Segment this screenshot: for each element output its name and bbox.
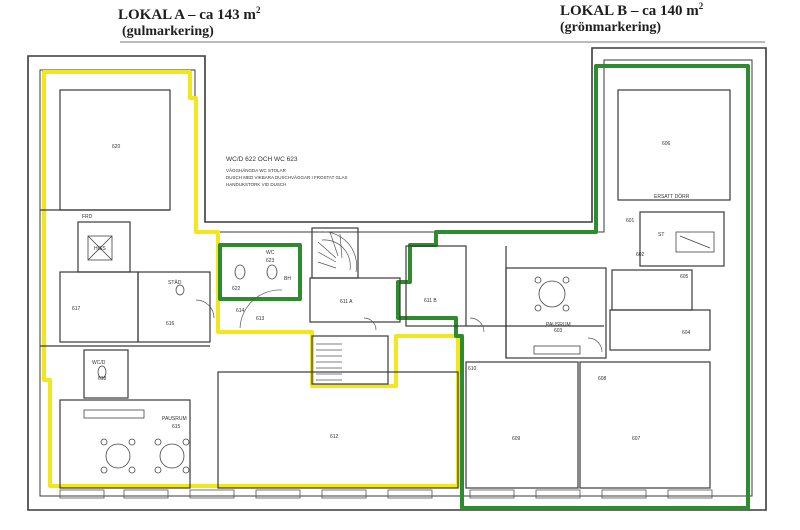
- lokal-b-marking: (grönmarkering): [560, 20, 662, 35]
- room-617: 617: [72, 306, 81, 312]
- room-610: 610: [468, 366, 477, 372]
- interior-walls: [40, 89, 731, 489]
- label-hiss: HISS: [94, 246, 106, 252]
- room-601: 601: [626, 218, 635, 224]
- room-603: 603: [554, 328, 563, 334]
- room-618: 618: [98, 376, 107, 382]
- label-pausrum-a: PAUSRUM: [162, 416, 187, 422]
- wc-note-line-3: HANDUKSTORK VID DUSCH: [226, 182, 286, 187]
- room-622: 622: [232, 286, 241, 292]
- room-608: 608: [598, 376, 607, 382]
- label-pausrum-b: PAUSRUM: [546, 322, 571, 328]
- label-stad: STÄD: [168, 279, 182, 286]
- label-wc: WC: [266, 250, 275, 256]
- lokal-a-title: LOKAL A – ca 143 m2: [118, 5, 261, 23]
- lokal-b-title: LOKAL B – ca 140 m2: [560, 1, 704, 19]
- staircase-top: [317, 231, 357, 273]
- label-bh: BH: [284, 276, 291, 282]
- label-frd: FRD: [82, 214, 93, 220]
- room-613: 613: [256, 316, 265, 322]
- lokal-b-marking-line: [218, 64, 750, 510]
- label-st: ST: [658, 232, 664, 238]
- room-616: 616: [166, 321, 175, 327]
- wc-fixtures: [87, 231, 715, 379]
- wc-note-line-1: VÄGGHÄNGDA WC STOLAR: [226, 167, 287, 173]
- room-620: 620: [112, 144, 121, 150]
- lokal-a-marking: (gulmarkering): [122, 24, 214, 39]
- room-604: 604: [682, 330, 691, 336]
- wc-note-line-2: DUSCH MED VIKBARA DUSCHVÄGGAR I FROSTAT …: [226, 174, 348, 180]
- room-612: 612: [330, 434, 339, 440]
- room-607: 607: [632, 436, 641, 442]
- pausrum-a-furniture: [83, 409, 190, 474]
- staircase-bottom: [316, 343, 342, 381]
- wc-note-title: WC/D 622 OCH WC 623: [226, 156, 298, 163]
- room-602: 602: [636, 252, 645, 258]
- room-615: 615: [172, 424, 181, 430]
- room-623: 623: [266, 258, 275, 264]
- label-wcd: WC/D: [92, 360, 106, 366]
- room-611a: 611 A: [340, 299, 353, 305]
- room-606: 606: [662, 141, 671, 147]
- room-611b: 611 B: [424, 298, 437, 304]
- room-614: 614: [236, 308, 245, 314]
- door-swings: [195, 289, 603, 353]
- building-outline: [27, 47, 767, 511]
- room-605: 605: [680, 274, 689, 280]
- room-609: 609: [512, 436, 521, 442]
- windows-bottom: [59, 489, 713, 499]
- pausrum-b-furniture: [533, 276, 581, 355]
- label-ersatt-dorr: ERSATT DÖRR: [654, 193, 690, 200]
- lokal-a-marking-line: [42, 70, 460, 488]
